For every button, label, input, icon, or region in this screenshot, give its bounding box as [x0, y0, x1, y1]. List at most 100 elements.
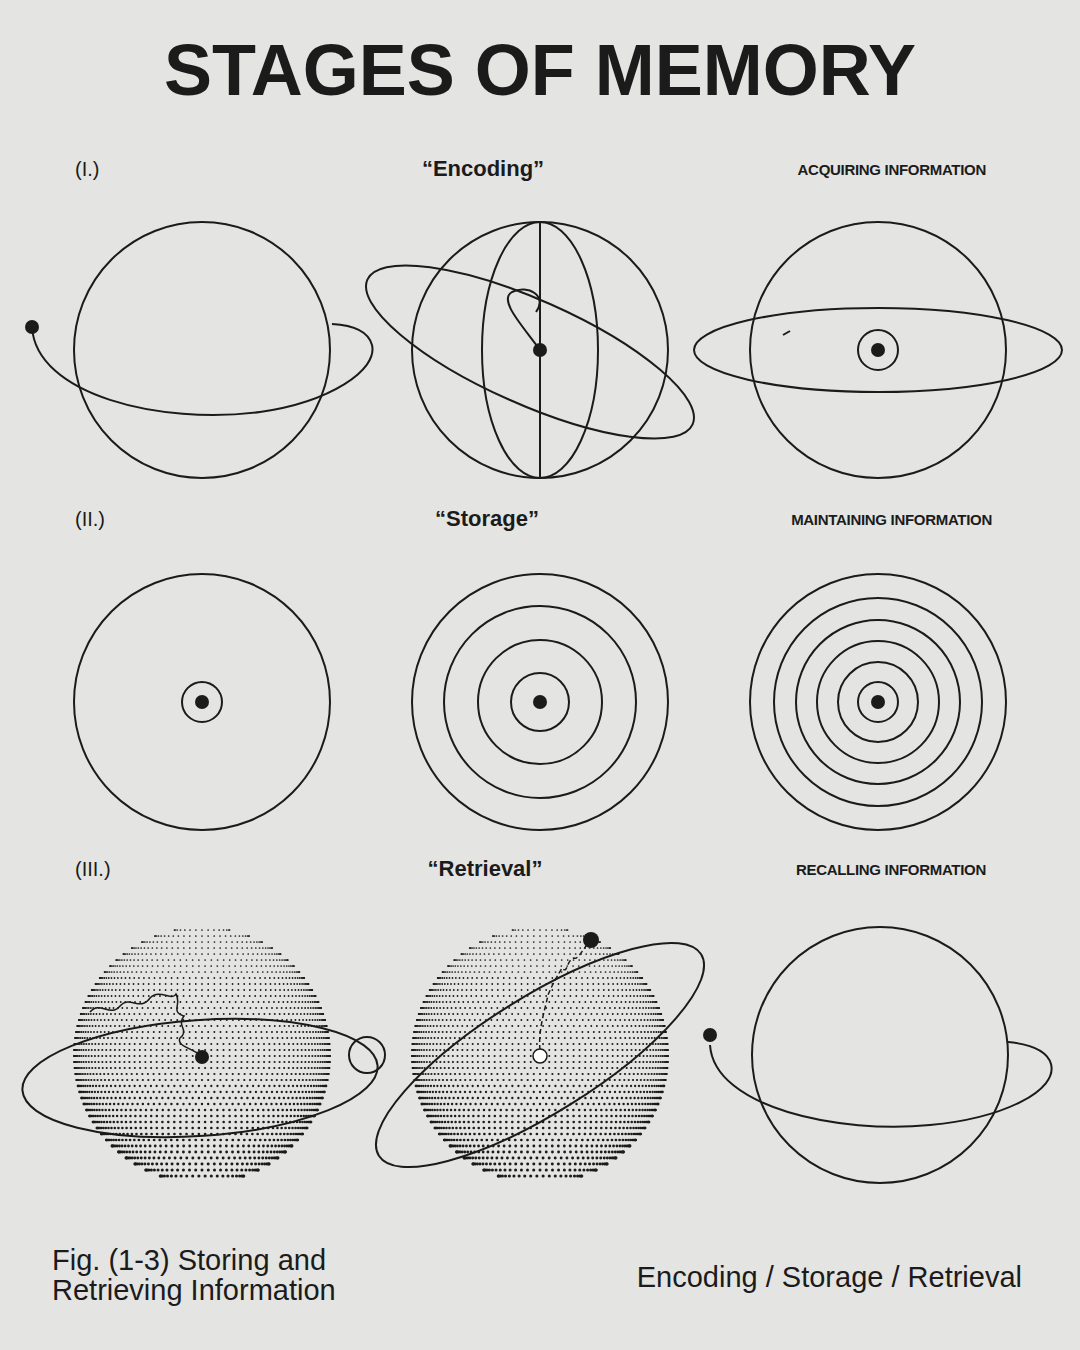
stipple-dot [213, 1091, 215, 1093]
stipple-dot [134, 1109, 136, 1111]
stipple-dot [153, 941, 155, 943]
stipple-dot [198, 1097, 200, 1099]
stipple-dot [131, 971, 133, 973]
stipple-dot [300, 1109, 302, 1111]
stipple-dot [177, 977, 179, 979]
stipple-dot [328, 1067, 330, 1069]
stipple-dot [170, 1091, 172, 1093]
stipple-dot [98, 1061, 100, 1063]
stipple-dot [310, 1037, 312, 1039]
stipple-dot [126, 1007, 128, 1009]
stipple-dot [232, 1031, 234, 1033]
stipple-dot [153, 1007, 155, 1009]
stipple-dot [186, 965, 188, 967]
stipple-dot [88, 1097, 90, 1099]
stipple-dot [312, 1031, 314, 1033]
stipple-dot [134, 953, 136, 955]
stipple-dot [123, 1085, 125, 1087]
stipple-dot [307, 989, 309, 991]
stipple-dot [183, 953, 185, 955]
stipple-dot [263, 1055, 265, 1057]
stipple-dot [222, 965, 224, 967]
stipple-dot [204, 965, 206, 967]
stipple-dot [114, 1013, 116, 1015]
stipple-dot [92, 1025, 94, 1027]
stipple-dot [91, 1043, 93, 1045]
stipple-dot [121, 1037, 123, 1039]
stipple-dot [265, 947, 267, 949]
stipple-dot [219, 1073, 221, 1075]
stipple-dot [102, 1103, 104, 1105]
stipple-dot [155, 1127, 158, 1130]
stipple-dot [173, 1049, 175, 1051]
stipple-dot [106, 1085, 108, 1087]
stipple-dot [161, 1133, 164, 1136]
stipple-dot [99, 1037, 101, 1039]
stipple-dot [144, 1097, 146, 1099]
stipple-dot [255, 1007, 257, 1009]
stipple-dot [198, 965, 200, 967]
stipple-dot [281, 1073, 283, 1075]
stipple-dot [185, 1085, 187, 1087]
stipple-dot [96, 1097, 98, 1099]
stipple-dot [213, 1079, 215, 1081]
stipple-dot [201, 1091, 203, 1093]
stipple-dot [192, 1055, 194, 1057]
stipple-dot [160, 935, 162, 937]
stipple-dot [239, 935, 241, 937]
stipple-dot [143, 983, 145, 985]
stipple-dot [155, 953, 157, 955]
stipple-dot [235, 1001, 237, 1003]
stipple-dot [90, 1103, 92, 1105]
stipple-dot [204, 959, 206, 961]
stipple-dot [314, 1061, 316, 1063]
stipple-dot [152, 1073, 154, 1075]
stipple-dot [83, 1061, 85, 1063]
stipple-dot [288, 1085, 290, 1087]
stipple-dot [189, 1007, 191, 1009]
stipple-dot [119, 1043, 121, 1045]
stipple-dot [217, 1025, 219, 1027]
stipple-dot [131, 1079, 133, 1081]
center-dot [871, 343, 885, 357]
stipple-dot [310, 1001, 312, 1003]
stipple-dot [288, 1013, 290, 1015]
stipple-dot [318, 1037, 320, 1039]
stipple-dot [129, 1139, 132, 1142]
stipple-dot [151, 947, 153, 949]
stipple-dot [244, 1073, 246, 1075]
stipple-dot [258, 1001, 260, 1003]
stipple-dot [139, 1097, 141, 1099]
stipple-dot [198, 1067, 200, 1069]
stipple-dot [104, 1019, 106, 1021]
stipple-dot [177, 947, 179, 949]
stipple-dot [297, 1025, 299, 1027]
stipple-dot [311, 1091, 313, 1093]
stipple-dot [103, 1097, 105, 1099]
stipple-dot [198, 1127, 201, 1130]
stipple-dot [198, 1115, 201, 1118]
stipple-dot [102, 989, 104, 991]
stipple-dot [111, 977, 113, 979]
stipple-dot [219, 995, 221, 997]
stipple-dot [222, 1121, 225, 1124]
stipple-dot [168, 959, 170, 961]
stipple-dot [204, 971, 206, 973]
stipple-dot [228, 1067, 230, 1069]
stipple-dot [161, 1025, 163, 1027]
stipple-dot [144, 1043, 146, 1045]
stipple-dot [225, 1079, 227, 1081]
stipple-dot [125, 1121, 128, 1124]
stipple-dot [133, 959, 135, 961]
stipple-dot [308, 1091, 310, 1093]
storage-figure-2 [412, 574, 668, 830]
stipple-dot [155, 1085, 157, 1087]
stipple-dot [306, 1037, 308, 1039]
stipple-dot [139, 1115, 142, 1118]
stipple-dot [185, 1127, 188, 1130]
stipple-dot [161, 1121, 164, 1124]
stipple-dot [216, 1115, 219, 1118]
stipple-dot [268, 1097, 270, 1099]
stipple-dot [183, 941, 185, 943]
